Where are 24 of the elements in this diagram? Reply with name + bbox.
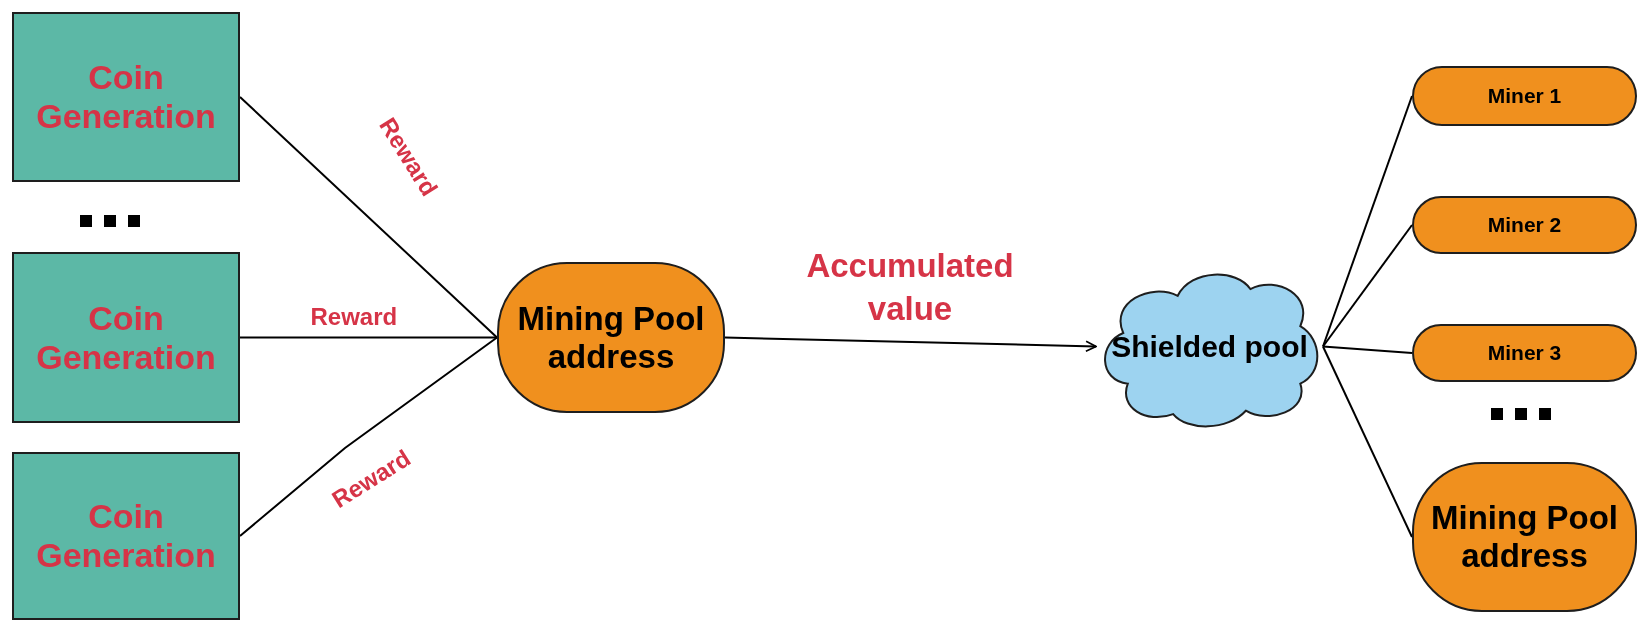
node-label: Mining Pool address bbox=[1430, 499, 1619, 575]
connector-line bbox=[239, 96, 498, 339]
process-box bbox=[12, 452, 240, 620]
edge-label: Accumulated value bbox=[805, 246, 1015, 329]
node-label: Miner 3 bbox=[1487, 341, 1562, 365]
miner-node bbox=[1412, 196, 1637, 254]
connector-line bbox=[239, 336, 498, 537]
process-box bbox=[12, 252, 240, 423]
node-label: Coin Generation bbox=[35, 58, 217, 136]
miner-node bbox=[1412, 66, 1637, 126]
node-label: Coin Generation bbox=[35, 298, 217, 377]
connector-line bbox=[1322, 345, 1413, 538]
process-box bbox=[12, 12, 240, 182]
connector-line bbox=[1322, 345, 1413, 354]
connector-line bbox=[239, 336, 498, 339]
node-label: Miner 1 bbox=[1487, 84, 1562, 108]
connector-line bbox=[1322, 224, 1413, 348]
node-label: Coin Generation bbox=[35, 497, 217, 575]
node-label: Mining Pool address bbox=[516, 299, 706, 376]
node-label: Miner 2 bbox=[1487, 213, 1562, 237]
arrow bbox=[724, 336, 1097, 353]
edge-label: Reward bbox=[310, 303, 398, 331]
node-label: Shielded pool bbox=[1111, 329, 1308, 364]
miner-node bbox=[1412, 324, 1637, 382]
